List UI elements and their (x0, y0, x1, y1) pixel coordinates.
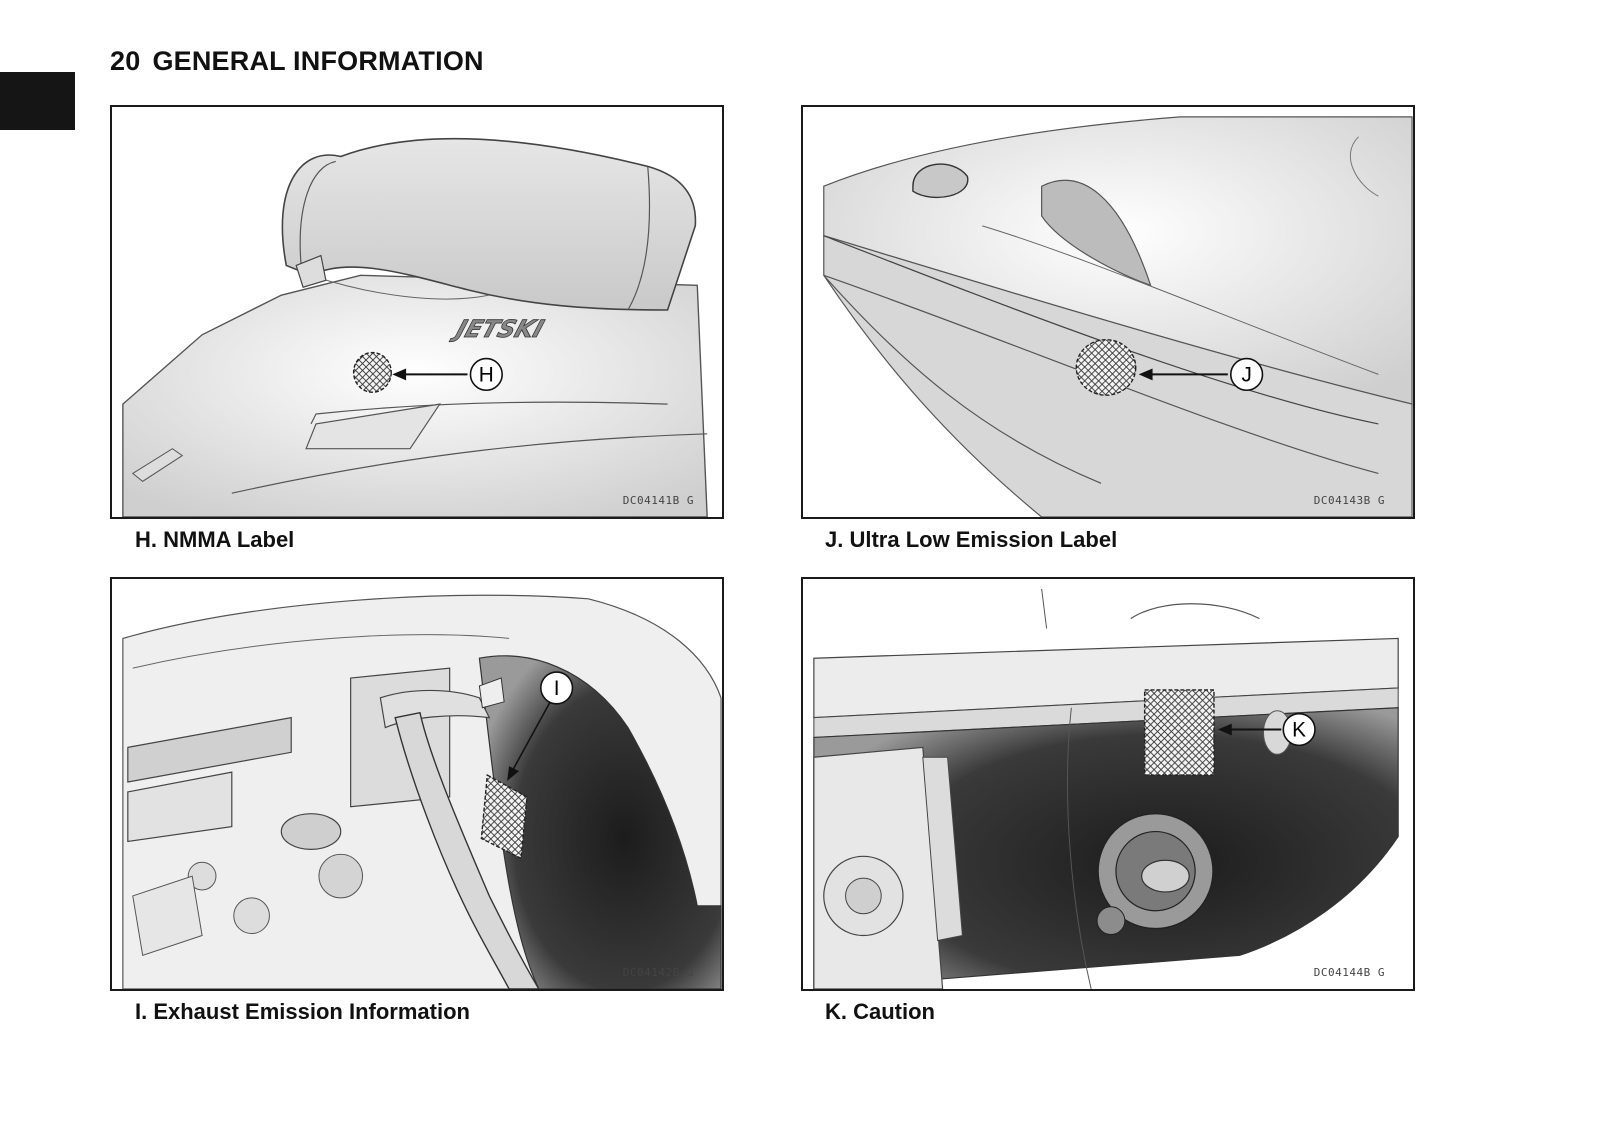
page-header: 20 GENERAL INFORMATION (110, 46, 484, 77)
caution-label-marker (1143, 689, 1215, 776)
exhaust-emission-label-marker (480, 773, 528, 860)
svg-text:K: K (1292, 718, 1306, 741)
callout-k-icon: K (1282, 712, 1316, 747)
figure-caution-label: K DC04144B G (801, 577, 1415, 991)
callout-h-icon: H (469, 357, 503, 392)
illustration-hull-side: J (803, 107, 1413, 517)
callout-j-icon: J (1230, 357, 1264, 392)
svg-text:I: I (554, 677, 560, 700)
figure-code: DC04142B G (622, 966, 694, 979)
caption-h: H. NMMA Label (135, 527, 295, 552)
callout-i-icon: I (540, 671, 574, 705)
figure-code: DC04144B G (1313, 966, 1385, 979)
section-title: GENERAL INFORMATION (152, 46, 484, 76)
figure-exhaust-emission-information: I DC04142B G (110, 577, 724, 991)
svg-text:JETSKI: JETSKI (448, 314, 548, 342)
section-edge-tab (0, 72, 75, 130)
jetski-logo: JETSKI (447, 314, 548, 343)
illustration-engine-bay: I (112, 579, 722, 989)
figure-code: DC04143B G (1313, 494, 1385, 507)
caption-i: I. Exhaust Emission Information (135, 999, 470, 1024)
caption-k: K. Caution (825, 999, 935, 1024)
ultra-low-emission-label-marker (1075, 339, 1137, 396)
caption-j: J. Ultra Low Emission Label (825, 527, 1118, 552)
svg-text:J: J (1241, 363, 1251, 386)
figure-nmma-label: JETSKI H DC04141B G (110, 105, 724, 519)
figure-code: DC04141B G (622, 494, 694, 507)
nmma-label-marker (352, 351, 392, 393)
svg-text:H: H (479, 363, 494, 386)
illustration-seat-area: JETSKI H (112, 107, 722, 517)
figure-ultra-low-emission-label: J DC04143B G (801, 105, 1415, 519)
page-number: 20 (110, 46, 141, 76)
illustration-hull-interior: K (803, 579, 1413, 989)
